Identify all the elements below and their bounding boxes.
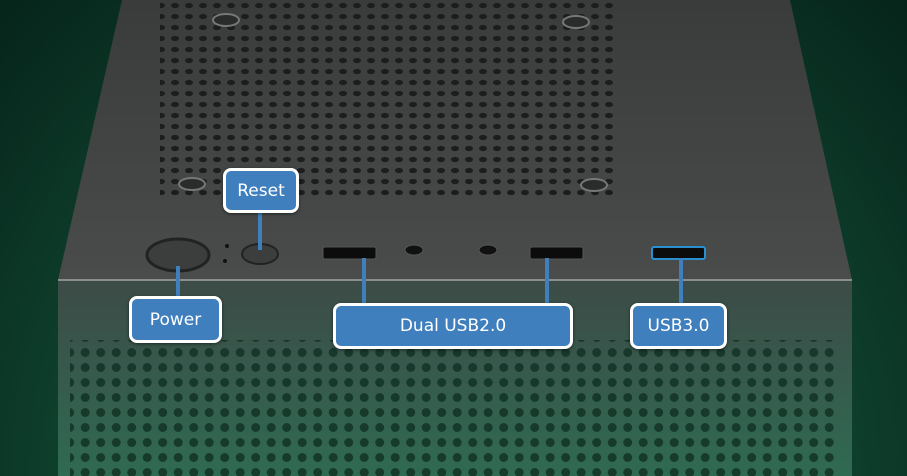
usb2-port-1[interactable] (322, 246, 377, 260)
audio-jack-2[interactable] (478, 244, 498, 256)
dual-usb2-callout: Dual USB2.0 (333, 303, 573, 349)
reset-callout: Reset (223, 168, 299, 213)
usb3-callout: USB3.0 (630, 303, 727, 349)
usb2-leader-line-2 (545, 258, 549, 306)
reset-leader-line (258, 210, 262, 250)
ventilation-grille-top (160, 0, 616, 196)
ventilation-grille-front (70, 340, 840, 476)
power-leader-line (176, 266, 180, 298)
usb3-leader-line (679, 258, 683, 306)
usb2-port-2[interactable] (529, 246, 584, 260)
power-callout: Power (129, 296, 222, 343)
audio-jack-1[interactable] (404, 244, 424, 256)
usb3-port[interactable] (651, 246, 706, 260)
usb2-leader-line-1 (362, 258, 366, 306)
